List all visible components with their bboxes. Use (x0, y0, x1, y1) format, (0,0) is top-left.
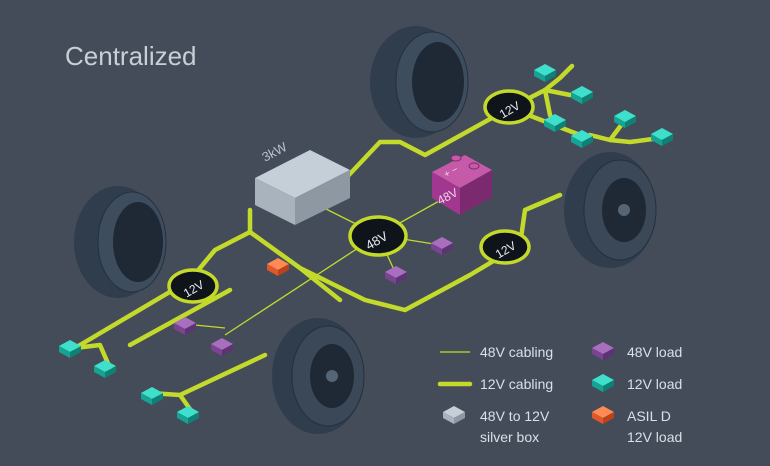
load-12v (141, 387, 163, 405)
load-48v (431, 237, 453, 255)
legend-silver-box-label-1: 48V to 12V (480, 408, 550, 424)
legend-12v-cabling-label: 12V cabling (480, 376, 553, 392)
load-12v (177, 406, 199, 424)
tire-rear-left (370, 26, 469, 138)
page-title: Centralized (65, 41, 197, 71)
legend-asil-label-1: ASIL D (627, 408, 671, 424)
legend-12v-load-swatch (592, 374, 614, 392)
legend: 48V cabling 12V cabling 48V to 12V silve… (437, 342, 682, 445)
legend-48v-load-swatch (592, 342, 614, 360)
tire-front-left (74, 186, 167, 298)
legend-48v-load-label: 48V load (627, 344, 682, 360)
load-12v (534, 64, 556, 82)
hub-12v-rear (483, 89, 535, 125)
load-12v (651, 128, 673, 146)
legend-12v-load-label: 12V load (627, 376, 682, 392)
hub-48v (348, 215, 408, 257)
load-12v (571, 86, 593, 104)
load-48v (385, 266, 407, 284)
load-12v (614, 110, 636, 128)
silver-box-label: 3kW (259, 139, 290, 165)
legend-silver-box-swatch (443, 406, 465, 424)
tire-rear-right (564, 152, 657, 268)
cabling-48v (194, 194, 451, 336)
load-asil-d (267, 258, 289, 276)
hub-12v-right (479, 229, 531, 265)
legend-asil-swatch (592, 406, 614, 424)
silver-box (255, 150, 350, 225)
load-12v (94, 360, 116, 378)
hub-12v-left (167, 268, 219, 304)
load-48v (211, 338, 233, 356)
load-12v (59, 340, 81, 358)
legend-48v-cabling-label: 48V cabling (480, 344, 553, 360)
legend-silver-box-label-2: silver box (480, 429, 539, 445)
battery-48v (432, 154, 492, 215)
legend-asil-label-2: 12V load (627, 429, 682, 445)
tire-front-right (272, 318, 365, 434)
